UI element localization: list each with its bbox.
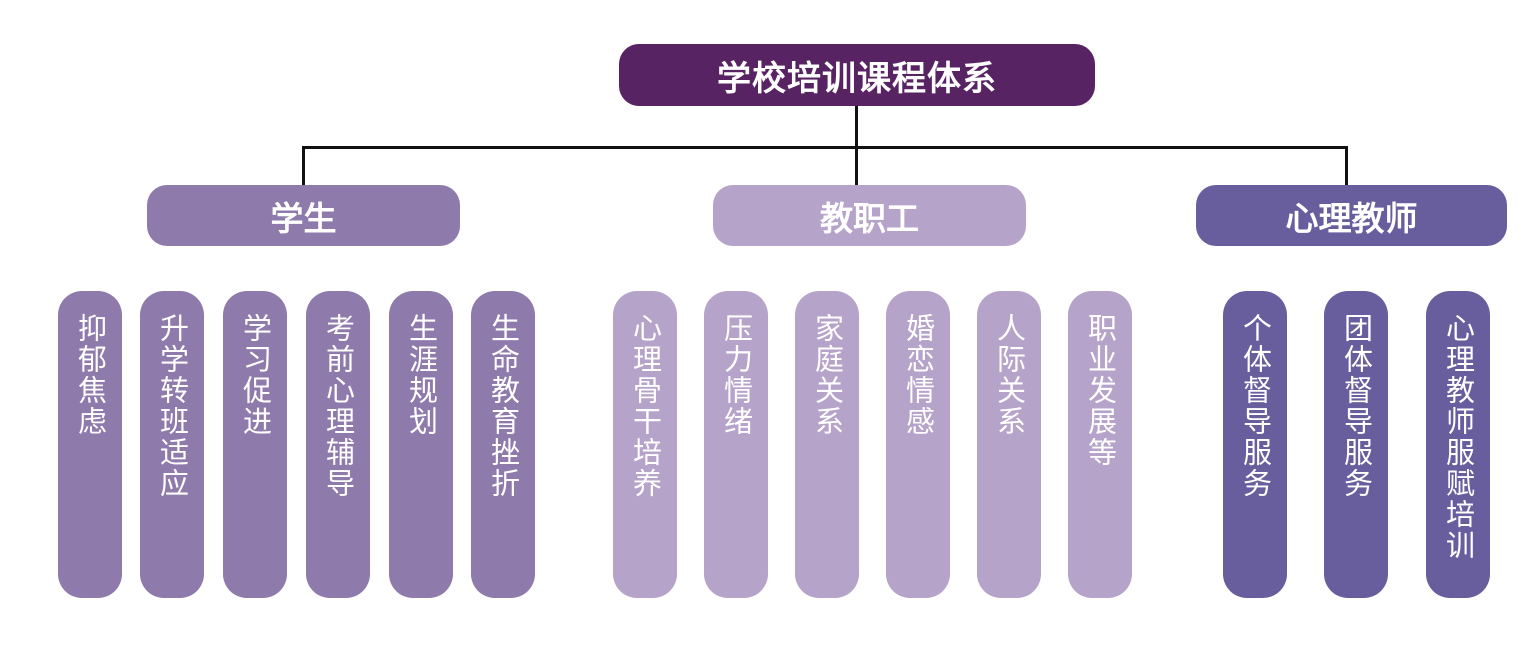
root-title: 学校培训课程体系 bbox=[717, 58, 997, 99]
course-label: 人际关系 bbox=[992, 313, 1027, 437]
course-item: 心理教师服赋培训 bbox=[1426, 291, 1490, 598]
course-item: 个体督导服务 bbox=[1223, 291, 1287, 598]
course-label: 学习促进 bbox=[238, 313, 273, 437]
course-item: 人际关系 bbox=[977, 291, 1041, 598]
course-label: 考前心理辅导 bbox=[321, 313, 356, 499]
category-students: 学生 bbox=[147, 185, 460, 246]
course-label: 家庭关系 bbox=[810, 313, 845, 437]
course-item: 压力情绪 bbox=[704, 291, 768, 598]
course-label: 生命教育挫折 bbox=[486, 313, 521, 499]
course-label: 心理教师服赋培训 bbox=[1441, 313, 1476, 561]
course-label: 抑郁焦虑 bbox=[73, 313, 108, 437]
category-psych-teachers: 心理教师 bbox=[1196, 185, 1507, 246]
course-label: 心理骨干培养 bbox=[628, 313, 663, 499]
root-node: 学校培训课程体系 bbox=[619, 44, 1095, 106]
connector-students bbox=[302, 146, 305, 186]
course-item: 婚恋情感 bbox=[886, 291, 950, 598]
course-label: 婚恋情感 bbox=[901, 313, 936, 437]
course-label: 生涯规划 bbox=[404, 313, 439, 437]
course-label: 个体督导服务 bbox=[1238, 313, 1273, 499]
course-item: 升学转班适应 bbox=[140, 291, 204, 598]
course-label: 压力情绪 bbox=[719, 313, 754, 437]
connector-staff bbox=[855, 146, 858, 186]
course-label: 升学转班适应 bbox=[155, 313, 190, 499]
course-item: 考前心理辅导 bbox=[306, 291, 370, 598]
connector-teachers bbox=[1345, 146, 1348, 186]
connector-horizontal bbox=[302, 146, 1348, 149]
course-item: 职业发展等 bbox=[1068, 291, 1132, 598]
course-item: 学习促进 bbox=[223, 291, 287, 598]
category-staff: 教职工 bbox=[713, 185, 1026, 246]
category-label: 教职工 bbox=[820, 198, 919, 238]
course-label: 职业发展等 bbox=[1083, 313, 1118, 468]
course-item: 家庭关系 bbox=[795, 291, 859, 598]
course-item: 心理骨干培养 bbox=[613, 291, 677, 598]
course-item: 团体督导服务 bbox=[1324, 291, 1388, 598]
course-item: 生涯规划 bbox=[389, 291, 453, 598]
connector-root-down bbox=[855, 106, 858, 148]
category-label: 心理教师 bbox=[1285, 198, 1418, 238]
category-label: 学生 bbox=[270, 198, 337, 238]
course-item: 抑郁焦虑 bbox=[58, 291, 122, 598]
course-label: 团体督导服务 bbox=[1339, 313, 1374, 499]
course-item: 生命教育挫折 bbox=[471, 291, 535, 598]
